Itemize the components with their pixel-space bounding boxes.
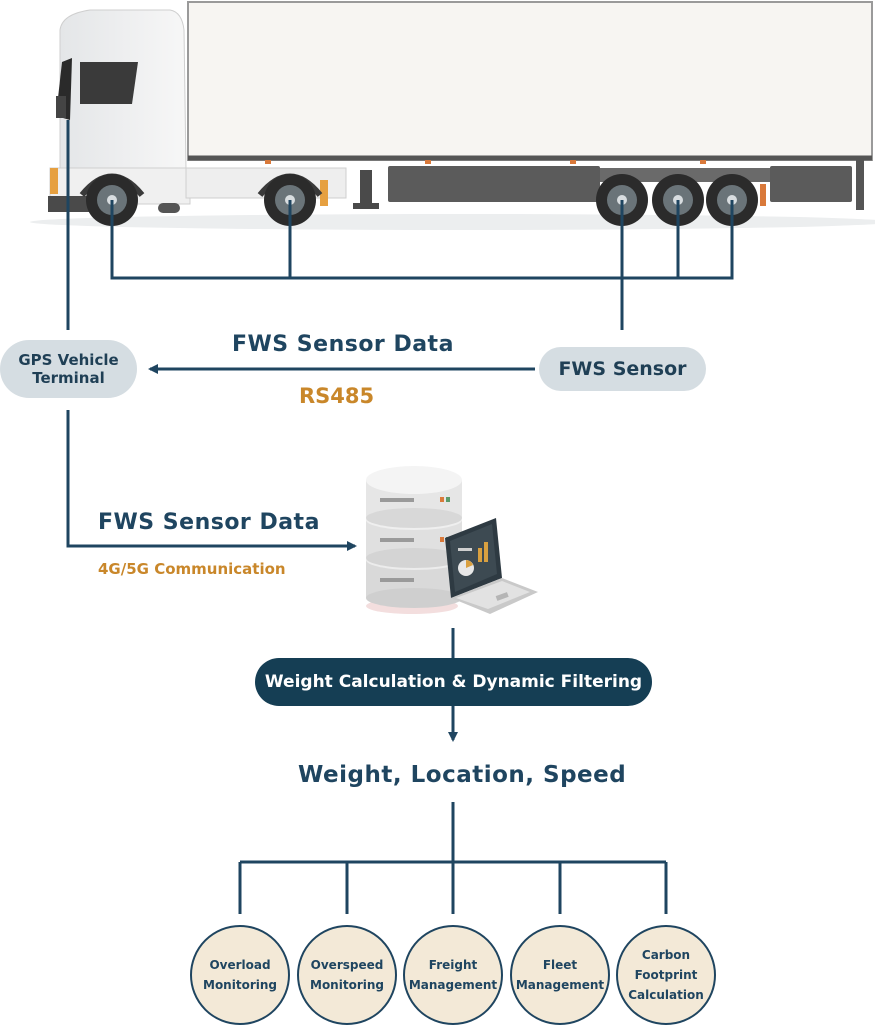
laptop-dashboard-icon <box>445 518 538 614</box>
gps-to-server-data-label: FWS Sensor Data <box>98 510 320 535</box>
connector-lines <box>66 120 734 914</box>
fleet-management-node: Fleet Management <box>510 925 610 1025</box>
fws-sensor-node: FWS Sensor <box>539 347 706 391</box>
freight-management-node: Freight Management <box>403 925 503 1025</box>
trailer-box <box>187 1 873 161</box>
gps-vehicle-terminal-node: GPS Vehicle Terminal <box>0 340 137 398</box>
rs485-label: RS485 <box>299 384 375 408</box>
output-label: Weight, Location, Speed <box>298 762 627 788</box>
weight-calculation-node: Weight Calculation & Dynamic Filtering <box>255 658 652 706</box>
overload-monitoring-node: Overload Monitoring <box>190 925 290 1025</box>
carbon-footprint-node: Carbon Footprint Calculation <box>616 925 716 1025</box>
overspeed-monitoring-node: Overspeed Monitoring <box>297 925 397 1025</box>
database-server-icon <box>366 466 462 614</box>
sensor-to-gps-data-label: FWS Sensor Data <box>232 332 454 357</box>
truck-illustration <box>30 1 875 230</box>
communication-label: 4G/5G Communication <box>98 560 286 578</box>
